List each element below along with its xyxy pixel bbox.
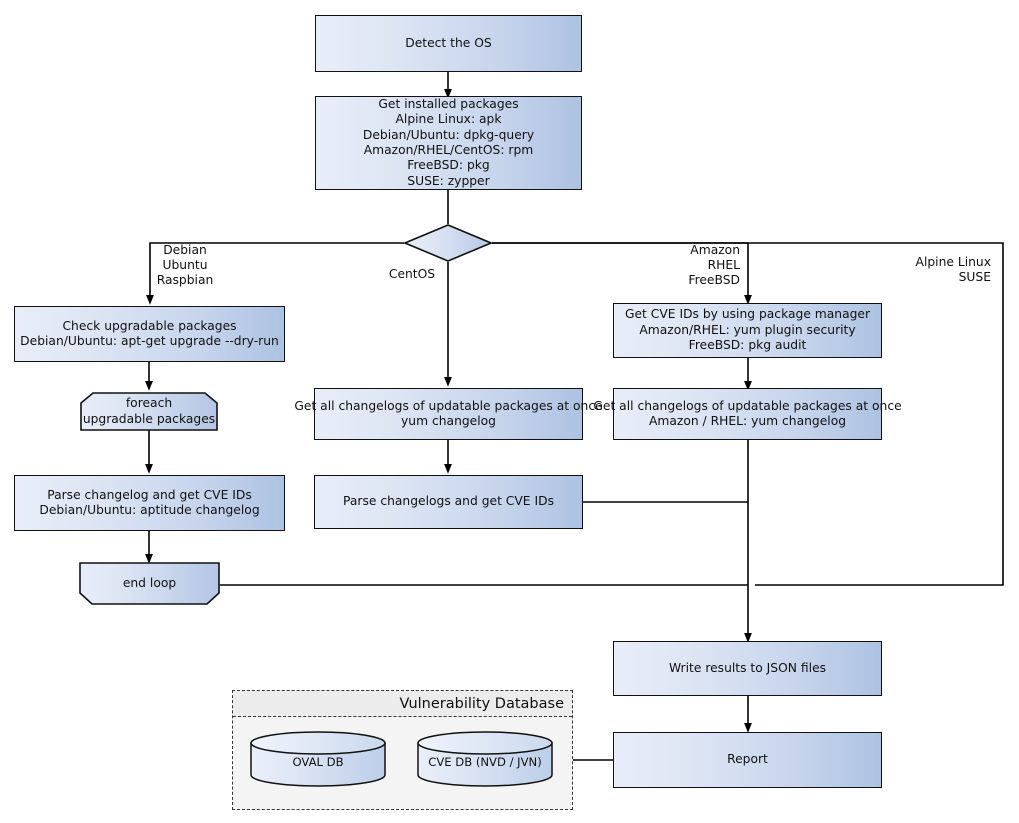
- loop-end-shape: [79, 562, 220, 605]
- node-background: [14, 306, 285, 362]
- node-report-label: Report: [727, 752, 768, 767]
- node-detect-os-label: Detect the OS: [405, 35, 492, 50]
- database-cve-db-label: CVE DB (NVD / JVN): [428, 755, 542, 770]
- group-title: Vulnerability Database: [233, 691, 572, 717]
- database-cve-db[interactable]: CVE DB (NVD / JVN): [417, 731, 553, 787]
- node-background: [314, 475, 583, 529]
- node-write-results-json-label: Write results to JSON files: [668, 660, 827, 675]
- diamond-shape: [404, 224, 492, 262]
- loop-start-shape: [80, 392, 218, 431]
- node-background: [613, 732, 882, 788]
- node-detect-os[interactable]: Detect the OS: [315, 15, 582, 72]
- database-oval-db[interactable]: OVAL DB: [250, 731, 386, 787]
- cylinder-shape: [417, 731, 553, 787]
- node-background: [613, 388, 882, 440]
- node-changelogs-centos-label: Get all changelogs of updatable packages…: [294, 398, 603, 428]
- node-end-loop[interactable]: end loop: [79, 562, 220, 605]
- node-changelogs-centos[interactable]: Get all changelogs of updatable packages…: [294, 388, 603, 440]
- cylinder-shape: [250, 731, 386, 787]
- node-background: [315, 96, 582, 190]
- node-report[interactable]: Report: [613, 732, 882, 788]
- node-parse-changelogs-centos[interactable]: Parse changelogs and get CVE IDs: [314, 475, 583, 529]
- node-background: [14, 475, 285, 531]
- node-parse-changelogs-centos-label: Parse changelogs and get CVE IDs: [343, 494, 554, 509]
- node-background: [613, 641, 882, 696]
- node-write-results-json[interactable]: Write results to JSON files: [613, 641, 882, 696]
- edge-label-centos: CentOS: [388, 267, 436, 281]
- node-background: [613, 303, 882, 358]
- node-background: [315, 15, 582, 72]
- node-changelogs-amazon[interactable]: Get all changelogs of updatable packages…: [593, 388, 902, 440]
- node-background: [314, 388, 583, 440]
- database-oval-db-label: OVAL DB: [292, 755, 344, 770]
- node-end-loop-label: end loop: [122, 575, 177, 590]
- node-os-decision[interactable]: [404, 224, 492, 262]
- node-changelogs-amazon-label: Get all changelogs of updatable packages…: [593, 398, 902, 428]
